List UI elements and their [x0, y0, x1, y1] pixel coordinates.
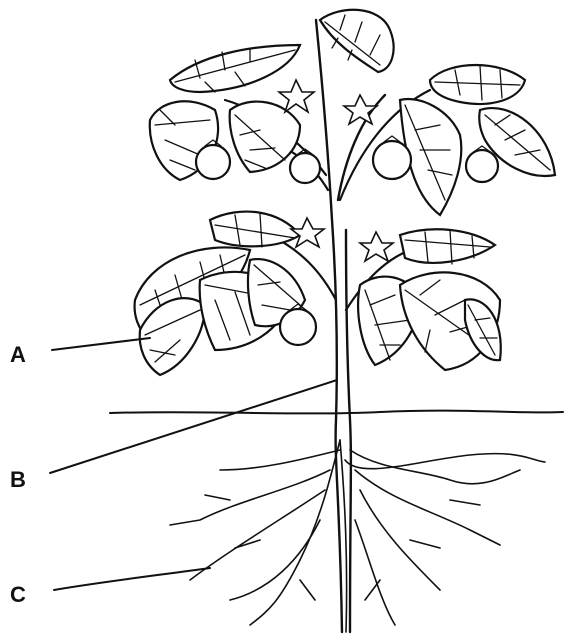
leader-line-a: [52, 338, 150, 350]
upper-right-leaves: [400, 65, 555, 215]
label-b: B: [10, 467, 26, 492]
label-c: C: [10, 582, 26, 607]
main-stem: [316, 20, 342, 632]
leader-line-c: [54, 568, 210, 590]
leader-line-b: [50, 380, 337, 473]
top-leaf: [320, 10, 394, 72]
label-a: A: [10, 342, 26, 367]
lower-left-leaves: [135, 212, 305, 375]
roots: [170, 440, 545, 632]
